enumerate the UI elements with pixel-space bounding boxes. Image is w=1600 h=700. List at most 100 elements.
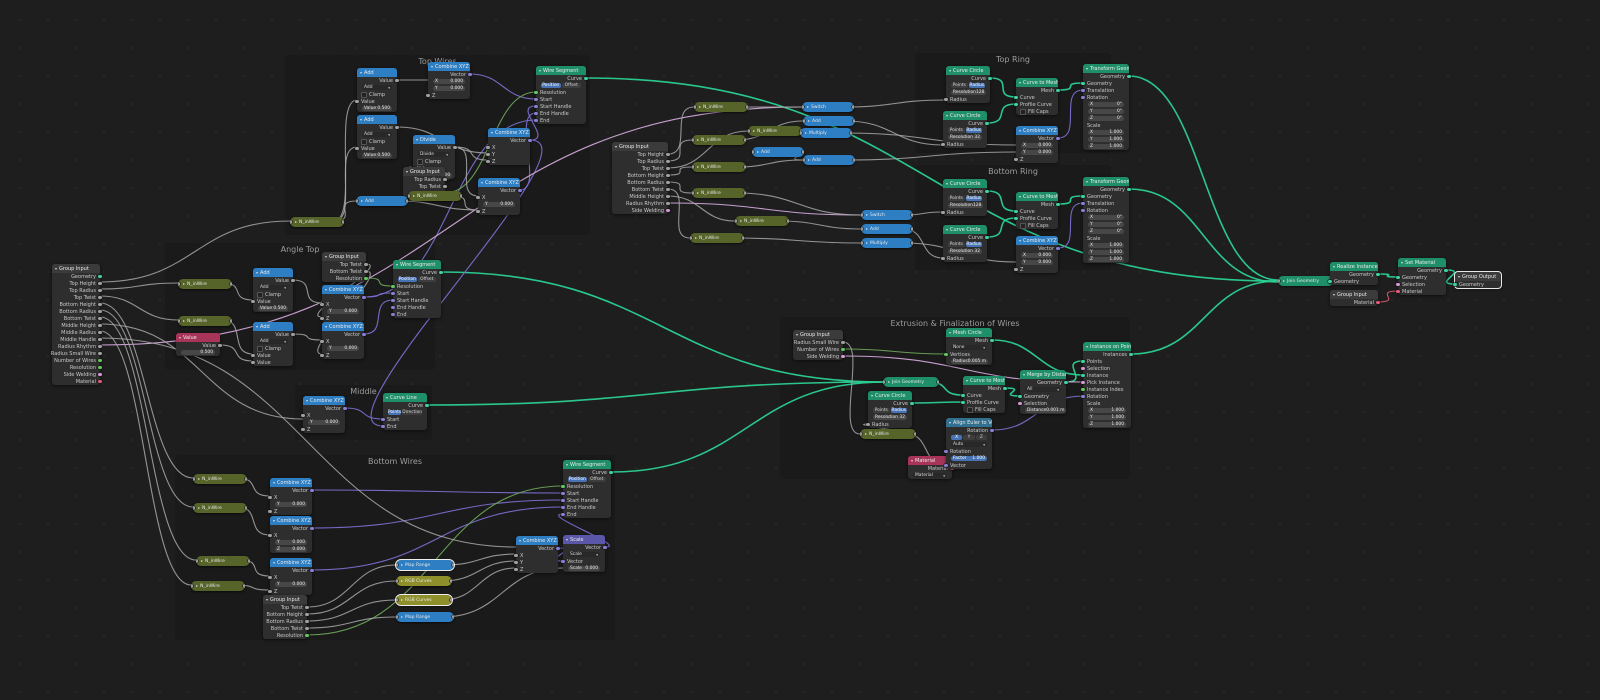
input-socket[interactable] — [1014, 209, 1018, 214]
chevron-down-icon[interactable]: ▾ — [416, 136, 419, 142]
input-socket[interactable] — [426, 93, 430, 98]
input-socket[interactable] — [1081, 81, 1085, 86]
map-range-capsule[interactable]: ▸Map Range — [396, 612, 454, 622]
mode-button[interactable]: Points — [948, 241, 965, 248]
chevron-right-icon[interactable]: ▸ — [401, 597, 404, 602]
dropdown-select[interactable]: Material▾ — [913, 472, 947, 479]
merge-by-distance[interactable]: ▾Merge by DistanceGeometryAll▾GeometrySe… — [1018, 370, 1068, 414]
node-header[interactable]: ▾Transform Geometry — [1083, 177, 1129, 186]
node-header[interactable]: ▾Combine XYZ — [1016, 126, 1058, 135]
dropdown-select[interactable]: Scale▾ — [568, 551, 600, 558]
rgb-curves-capsule[interactable]: ▸RGB Curves — [395, 594, 453, 606]
node-header[interactable]: ▾Curve to Mesh — [1016, 192, 1058, 201]
chevron-down-icon[interactable]: ▾ — [256, 269, 259, 275]
input-socket[interactable] — [561, 491, 565, 496]
chevron-right-icon[interactable]: ▸ — [413, 193, 416, 198]
output-socket[interactable] — [364, 269, 368, 274]
input-socket[interactable] — [561, 512, 565, 517]
node-header[interactable]: ▾Combine XYZ — [516, 536, 558, 545]
node-header[interactable]: ▾Group Input — [793, 330, 843, 339]
output-socket[interactable] — [742, 236, 744, 240]
node-header[interactable]: ▾Group Input — [612, 142, 668, 151]
output-socket[interactable] — [98, 316, 102, 321]
output-socket[interactable] — [985, 189, 989, 194]
input-socket[interactable] — [178, 319, 180, 323]
input-socket[interactable] — [301, 427, 305, 432]
mode-button[interactable]: Position — [568, 476, 587, 483]
chevron-right-icon[interactable]: ▸ — [888, 379, 891, 384]
mode-button[interactable]: Points — [948, 195, 965, 202]
output-socket[interactable] — [305, 605, 309, 610]
input-socket[interactable] — [1014, 157, 1018, 162]
mode-button[interactable]: Position — [541, 82, 561, 89]
dropdown-select[interactable]: None▾ — [951, 344, 987, 351]
output-socket[interactable] — [450, 579, 452, 583]
node-header[interactable]: ▾Combine XYZ — [488, 128, 530, 137]
ngroup-capsule[interactable]: ▸N_inWire — [191, 581, 245, 591]
input-socket[interactable] — [534, 90, 538, 95]
chevron-right-icon[interactable]: ▸ — [866, 212, 869, 217]
node-header[interactable]: ▾Wire Segment — [563, 460, 611, 469]
input-socket[interactable] — [803, 158, 805, 162]
output-socket[interactable] — [460, 194, 462, 198]
output-socket[interactable] — [609, 470, 613, 475]
chevron-right-icon[interactable]: ▸ — [401, 614, 404, 619]
mode-button[interactable]: Offset — [561, 82, 581, 89]
input-socket[interactable] — [561, 505, 565, 510]
node-header[interactable]: ▾Value — [176, 333, 220, 342]
input-socket[interactable] — [860, 432, 862, 436]
input-socket[interactable] — [391, 284, 395, 289]
input-socket[interactable] — [944, 463, 948, 468]
output-socket[interactable] — [98, 274, 102, 279]
join-geometry-capsule[interactable]: ▸Join Geometry — [883, 377, 939, 387]
node-header[interactable]: ▾Group Input — [322, 252, 366, 261]
input-socket[interactable] — [800, 131, 802, 135]
chevron-right-icon[interactable]: ▸ — [805, 130, 808, 135]
ngroup-capsule[interactable]: ▸N_inWire — [193, 474, 247, 484]
output-socket[interactable] — [666, 152, 670, 157]
node-header[interactable]: ▾Transform Geometry — [1083, 64, 1129, 73]
math-add-capsule[interactable]: ▸Add — [803, 155, 855, 165]
output-socket[interactable] — [362, 295, 366, 300]
chevron-right-icon[interactable]: ▸ — [361, 198, 364, 203]
output-socket[interactable] — [988, 76, 992, 81]
chevron-right-icon[interactable]: ▸ — [697, 164, 700, 169]
input-socket[interactable] — [1014, 267, 1018, 272]
input-socket[interactable] — [320, 353, 324, 358]
output-socket[interactable] — [310, 488, 314, 493]
output-socket[interactable] — [98, 323, 102, 328]
output-socket[interactable] — [452, 615, 454, 619]
output-socket[interactable] — [98, 295, 102, 300]
node-header[interactable]: ▾Curve Circle — [868, 391, 912, 400]
node-header[interactable]: ▾Combine XYZ — [322, 285, 364, 294]
output-socket[interactable] — [666, 187, 670, 192]
node-header[interactable]: ▾Combine XYZ — [270, 478, 312, 487]
chevron-right-icon[interactable]: ▸ — [753, 128, 756, 133]
input-socket[interactable] — [251, 360, 255, 365]
mode-button[interactable]: Z — [975, 434, 987, 441]
output-socket[interactable] — [666, 159, 670, 164]
chevron-right-icon[interactable]: ▸ — [295, 219, 298, 224]
output-socket[interactable] — [802, 150, 804, 154]
node-header[interactable]: ▾Curve Circle — [943, 111, 987, 120]
